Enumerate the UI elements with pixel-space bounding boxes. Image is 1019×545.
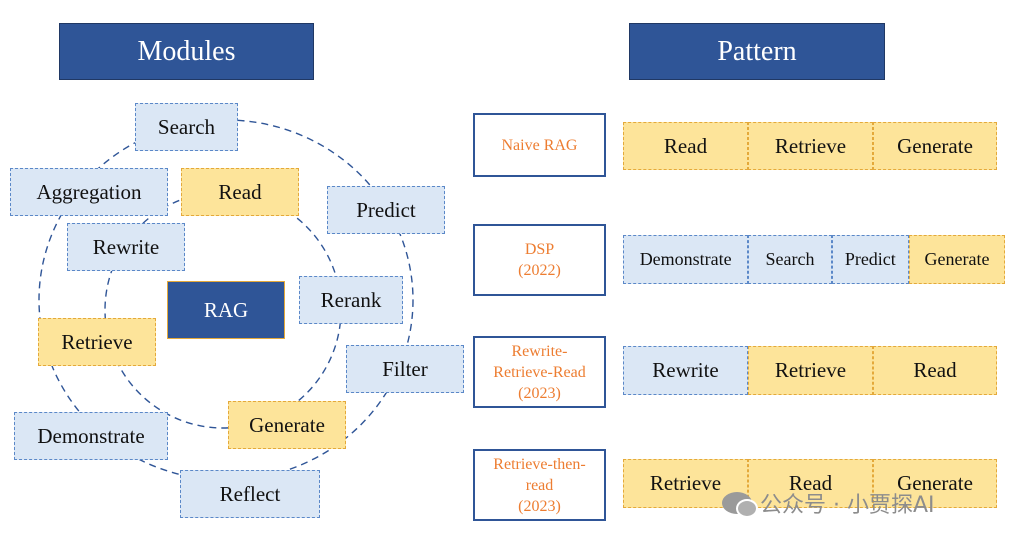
pattern-step: Search [748, 235, 832, 284]
module-reflect: Reflect [180, 470, 320, 518]
pattern-label-retrieve-then-read: Retrieve-then- read (2023) [473, 449, 606, 521]
module-predict: Predict [327, 186, 445, 234]
pattern-label-naive-rag: Naive RAG [473, 113, 606, 177]
module-retrieve: Retrieve [38, 318, 156, 366]
pattern-label-line: (2023) [518, 384, 561, 402]
watermark: 公众号 · 小贾探AI [722, 487, 935, 519]
pattern-step: Generate [873, 459, 998, 508]
pattern-step: Read [748, 459, 873, 508]
pattern-label-line: (2023) [518, 497, 561, 515]
pattern-header: Pattern [629, 23, 885, 80]
pattern-label-line: read [525, 476, 554, 494]
pattern-step: Predict [831, 235, 910, 284]
pattern-step: Rewrite [623, 346, 748, 395]
pattern-label-line: (2022) [518, 262, 561, 279]
pattern-step: Generate [909, 235, 1005, 284]
pattern-row-dsp: Demonstrate Search Predict Generate [623, 235, 1005, 284]
pattern-step: Demonstrate [623, 235, 749, 284]
pattern-step: Read [623, 122, 748, 170]
pattern-label-dsp: DSP (2022) [473, 224, 606, 296]
pattern-label-line: DSP [524, 241, 555, 258]
module-aggregation: Aggregation [10, 168, 168, 216]
pattern-row-naive-rag: Read Retrieve Generate [623, 122, 998, 170]
pattern-label-rewrite-retrieve-read: Rewrite- Retrieve-Read (2023) [473, 336, 606, 408]
module-rerank: Rerank [299, 276, 403, 324]
pattern-step: Retrieve [748, 346, 873, 395]
module-generate: Generate [228, 401, 346, 449]
pattern-label-line: Retrieve-Read [493, 363, 586, 381]
module-read: Read [181, 168, 299, 216]
pattern-label-line: Rewrite- [511, 342, 568, 360]
wechat-icon [722, 492, 758, 518]
pattern-step: Retrieve [748, 122, 873, 170]
pattern-step: Generate [873, 122, 998, 170]
modules-header: Modules [59, 23, 314, 80]
pattern-label-line: Naive RAG [501, 136, 578, 154]
watermark-text: 公众号 · 小贾探AI [760, 493, 935, 518]
pattern-label-line: Retrieve-then- [493, 455, 586, 473]
module-demonstrate: Demonstrate [14, 412, 168, 460]
module-filter: Filter [346, 345, 464, 393]
pattern-row-rewrite-retrieve-read: Rewrite Retrieve Read [623, 346, 998, 395]
pattern-step: Read [873, 346, 998, 395]
module-rewrite: Rewrite [67, 223, 185, 271]
module-rag-center: RAG [167, 281, 285, 339]
module-search: Search [135, 103, 238, 151]
